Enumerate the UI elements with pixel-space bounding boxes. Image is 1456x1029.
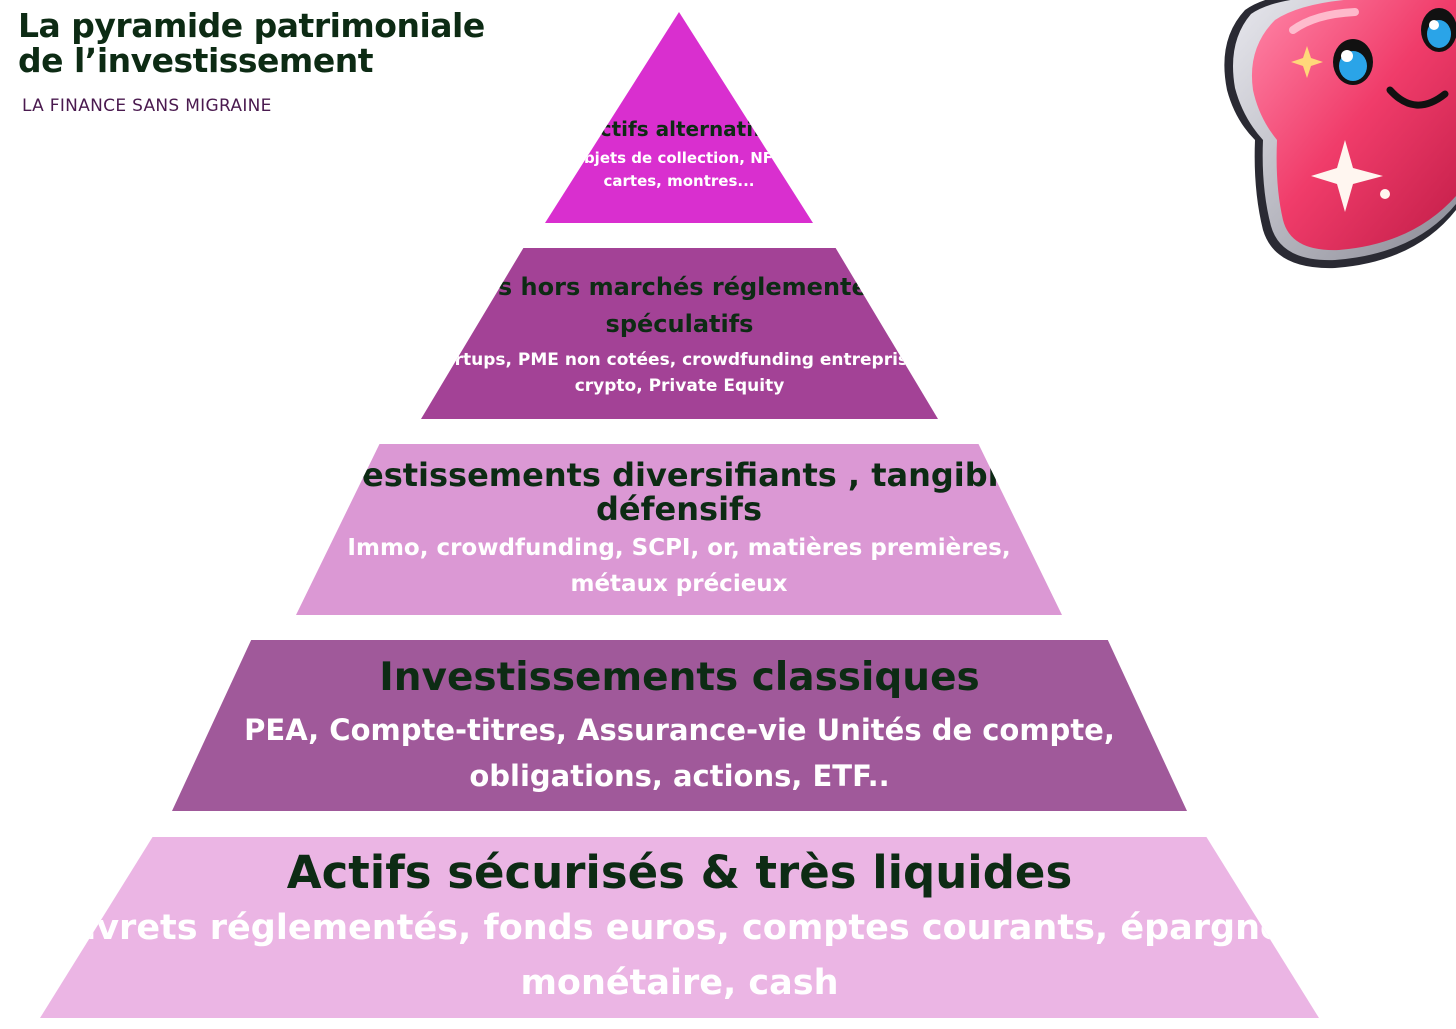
tier-subtitle: Livrets réglementés, fonds euros, compte… bbox=[61, 907, 1298, 1003]
tier-title: Actifs sécurisés & très liquides bbox=[286, 845, 1073, 899]
pyramid-tier-classic-investments: Investissements classiques PEA, Compte-t… bbox=[172, 640, 1187, 811]
tier-subtitle: PEA, Compte-titres, Assurance-vie Unités… bbox=[244, 712, 1115, 793]
tier-title: Investissements classiques bbox=[379, 654, 980, 700]
tier-title: Actifs hors marchés réglementés ou spécu… bbox=[434, 272, 925, 338]
tier-subtitle: Startups, PME non cotées, crowdfunding e… bbox=[422, 349, 937, 396]
tier-subtitle: Immo, crowdfunding, SCPI, or, matières p… bbox=[347, 534, 1011, 597]
pyramid-tier-speculative-assets: Actifs hors marchés réglementés ou spécu… bbox=[421, 248, 938, 419]
pyramid-tier-alternative-assets: Actifs alternatifs Objets de collection,… bbox=[545, 12, 813, 223]
pyramid-tier-secure-liquid-assets: Actifs sécurisés & très liquides Livrets… bbox=[40, 837, 1319, 1018]
tier-subtitle: Objets de collection, NFT, cartes, montr… bbox=[571, 148, 787, 190]
title-line-1: La pyramide patrimoniale bbox=[18, 6, 485, 45]
title-line-2: de l’investissement bbox=[18, 41, 373, 80]
pyramid-tier-diversifying-investments: Investissements diversifiants , tangible… bbox=[296, 444, 1062, 615]
tier-title: Actifs alternatifs bbox=[584, 116, 774, 141]
brand-label: LA FINANCE SANS MIGRAINE bbox=[22, 96, 272, 116]
page-title: La pyramide patrimoniale de l’investisse… bbox=[18, 8, 485, 78]
pink-gem-mascot-icon bbox=[1224, 0, 1456, 269]
tier-title: Investissements diversifiants , tangible… bbox=[306, 455, 1052, 528]
